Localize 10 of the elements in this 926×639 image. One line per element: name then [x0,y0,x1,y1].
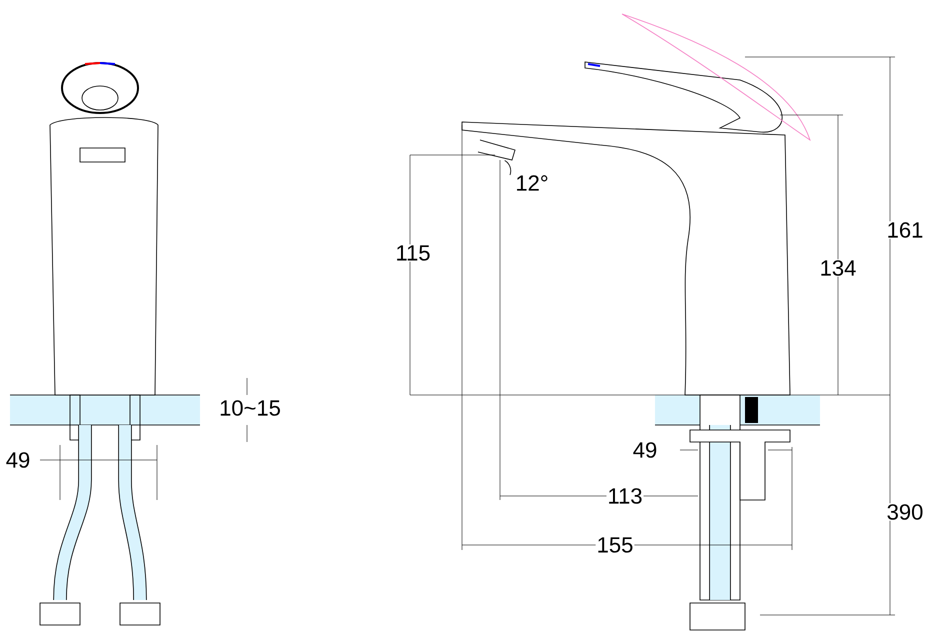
dimension-label: 390 [886,503,924,521]
dimension-label: 10~15 [218,399,282,417]
dimension-label: 49 [4,451,32,469]
dimension-label: 134 [818,259,858,277]
dimension-label: 113 [606,487,644,505]
dimension-label: 155 [596,536,634,554]
dimension-label: 115 [394,244,432,262]
dimension-label: 12° [514,174,550,192]
dimension-label: 49 [632,441,658,459]
dimension-label: 161 [886,221,924,239]
